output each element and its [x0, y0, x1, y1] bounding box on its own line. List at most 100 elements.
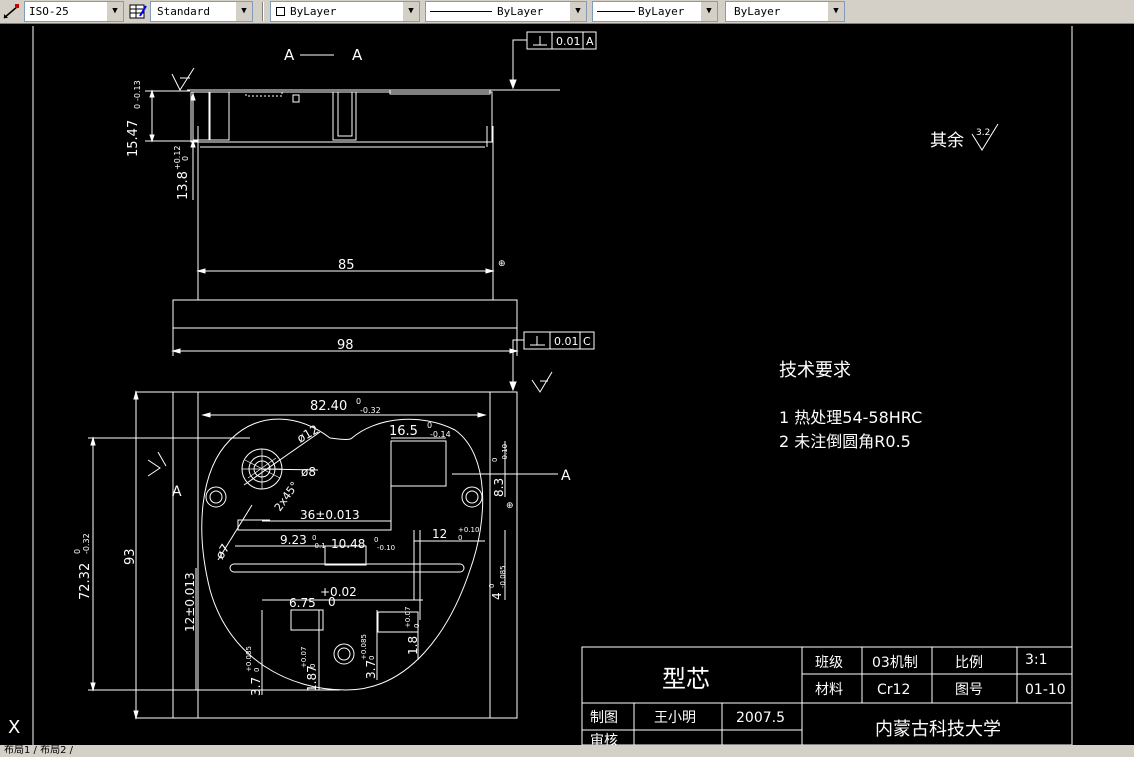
- chevron-down-icon[interactable]: ▼: [700, 2, 717, 21]
- fcf-top: 0.01 A: [509, 31, 597, 90]
- material-value: Cr12: [877, 682, 910, 698]
- base-plate: [172, 299, 518, 329]
- dim-3-7b: 3.7: [364, 660, 378, 679]
- lineweight-sample-icon: [597, 11, 635, 12]
- dim-1-8-tol: +0.07: [404, 607, 412, 628]
- dim-72-32-tol2: -0.32: [82, 533, 91, 554]
- dim-15-47-tol: 0: [133, 104, 142, 109]
- drawing-no-label: 图号: [955, 682, 983, 698]
- dim-15-47: 15.47: [126, 120, 141, 157]
- chevron-down-icon[interactable]: ▼: [106, 2, 123, 21]
- linetype-select[interactable]: ByLayer ▼: [425, 1, 587, 22]
- dim-9-23: 9.23: [280, 533, 307, 547]
- dim-8-3-tol: 0: [491, 458, 499, 462]
- dim-36: 36±0.013: [300, 508, 360, 522]
- ucs-icon: X: [8, 717, 20, 738]
- checked-label: 审核: [590, 733, 618, 745]
- tech-item-2: 2 未注倒圆角R0.5: [779, 432, 911, 451]
- table-style-select[interactable]: Standard ▼: [150, 1, 253, 22]
- table-style-icon[interactable]: [128, 2, 148, 21]
- layout-tabs-label[interactable]: 布局1 / 布局2 /: [4, 745, 73, 756]
- hole-right: [461, 486, 483, 508]
- drawing-no-value: 01-10: [1025, 682, 1066, 698]
- dim-12: 12: [432, 527, 447, 541]
- hole-bottom: [333, 643, 355, 665]
- dim-93: 93: [123, 548, 138, 565]
- dim-3-7b-tol: +0.085: [360, 634, 368, 660]
- properties-toolbar: ISO-25 ▼ Standard ▼ ByLayer ▼ ByLayer ▼ …: [0, 0, 1134, 24]
- dim-12-tol: +0.10: [458, 526, 479, 534]
- dim-phi8: ø8: [301, 465, 316, 479]
- dim-16-5-tol: 0: [427, 421, 432, 430]
- color-select[interactable]: ByLayer ▼: [270, 1, 420, 22]
- dim-phi7: ø7: [213, 541, 233, 561]
- heart-outline: [201, 418, 484, 691]
- dim-82-40: 82.40: [310, 399, 347, 414]
- roughness-other-label: 其余: [930, 131, 964, 151]
- lineweight-select[interactable]: ByLayer ▼: [592, 1, 718, 22]
- dim-4-tol: 0: [488, 584, 496, 588]
- drawn-by-value: 王小明: [654, 710, 696, 726]
- color-value: ByLayer: [290, 5, 337, 18]
- section-label-right: A: [352, 46, 363, 64]
- chevron-down-icon[interactable]: ▼: [402, 2, 419, 21]
- chevron-down-icon[interactable]: ▼: [827, 2, 844, 21]
- dim-1-8: 1.8: [406, 636, 420, 655]
- dim-phi12: ø12: [295, 422, 322, 445]
- plotstyle-value: ByLayer: [734, 5, 781, 18]
- dim-82-40-tol2: -0.32: [360, 406, 381, 415]
- dim-3-7-tol: +0.085: [245, 646, 253, 672]
- linetype-value: ByLayer: [497, 5, 544, 18]
- plotstyle-select[interactable]: ByLayer ▼: [725, 1, 845, 22]
- dim-16-5: 16.5: [389, 424, 418, 439]
- class-value: 03机制: [872, 655, 918, 671]
- dim-0-02b: 0: [328, 595, 336, 609]
- dim-1-87-tol: +0.07: [300, 647, 308, 668]
- drawn-by-label: 制图: [590, 710, 618, 726]
- cutout-path: [237, 486, 392, 531]
- roughness-other-value: 3.2: [976, 128, 990, 138]
- chevron-down-icon[interactable]: ▼: [235, 2, 252, 21]
- layout-tabs[interactable]: 布局1 / 布局2 /: [0, 745, 1134, 757]
- dim-1-8-tol2: 0: [413, 624, 421, 628]
- scale-label: 比例: [955, 655, 983, 671]
- section-label-left: A: [284, 46, 295, 64]
- dim-13-8: 13.8: [176, 171, 191, 200]
- dimension-style-icon[interactable]: [2, 2, 22, 21]
- dim-8-3-tol2: -0.10: [501, 444, 509, 462]
- dim-10-48-tol2: -0.10: [377, 544, 395, 552]
- fcf-top-datum: A: [586, 35, 594, 48]
- drawing-canvas[interactable]: A A 0.01 A 15.47 0 -0.1: [0, 24, 1134, 745]
- section-mark-left: A: [172, 484, 182, 500]
- fcf-bottom-datum: C: [583, 335, 591, 348]
- dim-9-23-tol: 0: [312, 534, 316, 542]
- dim-3-7b-tol2: 0: [368, 656, 376, 660]
- dim-8-3: 8.3: [492, 478, 506, 497]
- dimension-style-select[interactable]: ISO-25 ▼: [24, 1, 124, 22]
- lineweight-value: ByLayer: [638, 5, 685, 18]
- color-swatch-icon: [276, 7, 285, 16]
- dim-16-5-tol2: -0.14: [430, 430, 451, 439]
- dim-13-8-tol2: 0: [181, 156, 190, 161]
- rect-right: [390, 440, 447, 487]
- fcf-bottom: 0.01 C: [509, 331, 595, 392]
- roughness-mid-icon: [531, 371, 553, 393]
- dim-10-48-tol: 0: [374, 536, 378, 544]
- dim-13-8-tol: +0.12: [173, 145, 182, 170]
- dim-72-32-tol: 0: [73, 549, 82, 554]
- dim-3-7: 3.7: [249, 677, 263, 696]
- dim-98: 98: [337, 338, 354, 353]
- dim-6-75: 6.75: [289, 596, 316, 610]
- hole-left: [205, 486, 227, 508]
- section-view: 15.47 0 -0.13 13.8 +0.12 0: [126, 67, 560, 200]
- roughness-top-icon: [171, 67, 195, 92]
- toolbar-separator: [262, 2, 264, 21]
- dim-0-02: +0.02: [320, 585, 357, 599]
- chevron-down-icon[interactable]: ▼: [569, 2, 586, 21]
- title-block: 型芯 班级 03机制 比例 3:1 材料 Cr12 图号 01-10 制图 王小…: [581, 646, 1073, 745]
- material-label: 材料: [815, 682, 843, 698]
- dim-12-tol2: 0: [458, 534, 462, 542]
- fcf-top-tol: 0.01: [556, 35, 581, 48]
- school-name: 内蒙古科技大学: [875, 719, 1001, 740]
- roughness-other-icon: [971, 123, 999, 151]
